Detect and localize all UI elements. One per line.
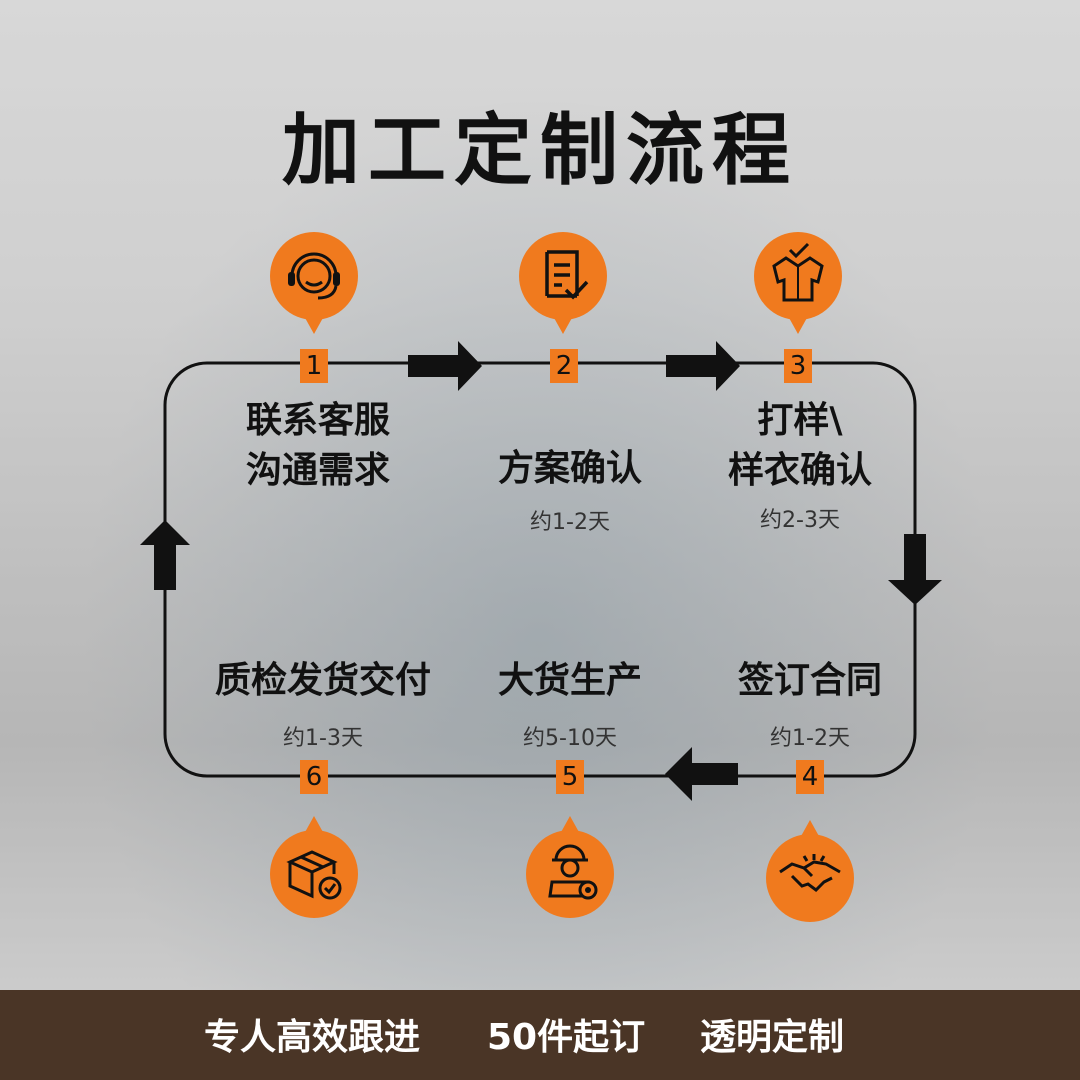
shirt-check-icon	[772, 242, 824, 302]
worker-gear-icon	[548, 844, 598, 900]
footer-bar: 专人高效跟进 50件起订 透明定制	[0, 990, 1080, 1080]
step-2-marker	[517, 230, 609, 338]
step-6-number: 6	[300, 760, 328, 794]
step-2-number: 2	[550, 349, 578, 383]
arrow-up	[140, 520, 190, 590]
step-4-marker	[764, 816, 856, 924]
step-2-label: 方案确认	[497, 448, 642, 489]
step-2-duration: 约1-2天	[530, 510, 610, 535]
step-6-duration: 约1-3天	[283, 726, 363, 751]
step-4-number: 4	[796, 760, 824, 794]
step-6-marker	[268, 812, 360, 920]
step-6-label: 质检发货交付	[214, 660, 431, 701]
step-1-label-line2: 沟通需求	[245, 450, 390, 491]
step-5-label: 大货生产	[497, 660, 642, 701]
step-3-marker	[752, 230, 844, 338]
footer-item-transparent: 透明定制	[700, 1017, 845, 1058]
background-overlay	[0, 0, 1080, 990]
arrow-right-2	[666, 341, 740, 391]
handshake-icon	[779, 854, 841, 892]
document-check-icon	[545, 250, 589, 300]
step-3-duration: 约2-3天	[760, 508, 840, 533]
headset-icon	[288, 252, 340, 300]
package-check-icon	[286, 850, 342, 900]
step-1-marker	[268, 230, 360, 338]
step-3-number: 3	[784, 349, 812, 383]
step-3-label-line2: 样衣确认	[727, 450, 872, 491]
arrow-left	[665, 747, 738, 801]
footer-item-followup: 专人高效跟进	[204, 1017, 421, 1058]
step-1-label-line1: 联系客服	[245, 400, 390, 441]
page-title: 加工定制流程	[281, 106, 798, 196]
step-5-duration: 约5-10天	[523, 726, 617, 751]
arrow-right-1	[408, 341, 482, 391]
step-4-label: 签订合同	[737, 660, 882, 701]
factory-background	[0, 0, 1080, 990]
arrow-down	[888, 534, 942, 605]
step-1-number: 1	[300, 349, 328, 383]
step-5-number: 5	[556, 760, 584, 794]
footer-item-moq: 50件起订	[487, 1017, 646, 1058]
step-3-label-line1: 打样\	[757, 400, 843, 441]
step-5-marker	[524, 812, 616, 920]
step-4-duration: 约1-2天	[770, 726, 850, 751]
